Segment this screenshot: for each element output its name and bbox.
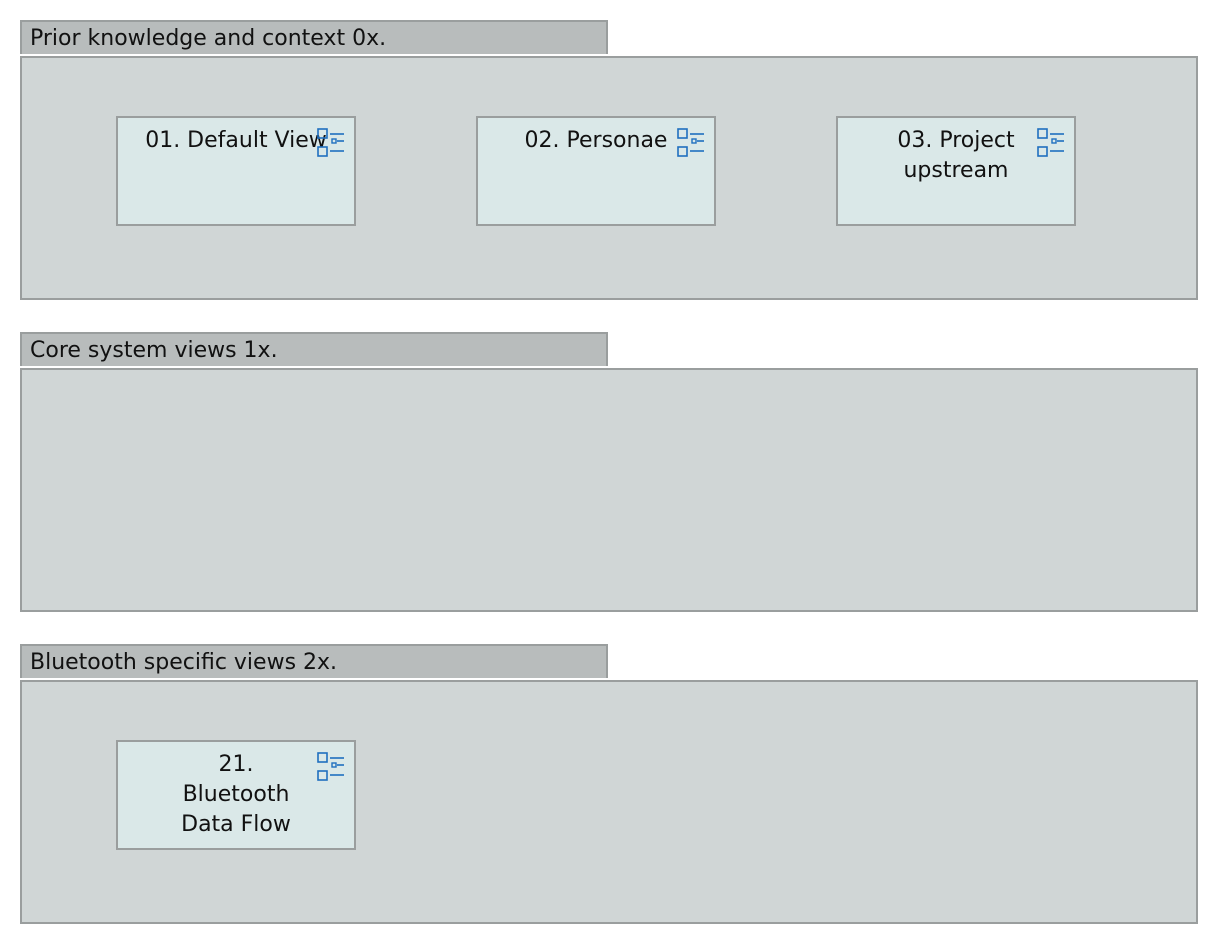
view-default-view[interactable]: 01. Default View <box>116 116 356 226</box>
view-bluetooth-data-flow[interactable]: 21. Bluetooth Data Flow <box>116 740 356 850</box>
group-body[interactable]: 21. Bluetooth Data Flow <box>20 680 1198 924</box>
group-title: Core system views 1x. <box>20 332 608 366</box>
view-personae[interactable]: 02. Personae <box>476 116 716 226</box>
view-label: 21. Bluetooth Data Flow <box>181 752 291 837</box>
view-list-icon <box>677 128 704 157</box>
view-list-icon <box>317 752 344 781</box>
group-body[interactable]: 01. Default View 02. Personae 03 <box>20 56 1198 300</box>
view-project-upstream[interactable]: 03. Project upstream <box>836 116 1076 226</box>
group-title: Bluetooth specific views 2x. <box>20 644 608 678</box>
view-list-icon <box>317 128 344 157</box>
view-label: 03. Project upstream <box>897 128 1015 183</box>
view-label: 01. Default View <box>145 128 327 153</box>
view-list-icon <box>1037 128 1064 157</box>
group-body[interactable] <box>20 368 1198 612</box>
group-title: Prior knowledge and context 0x. <box>20 20 608 54</box>
view-label: 02. Personae <box>524 128 668 153</box>
